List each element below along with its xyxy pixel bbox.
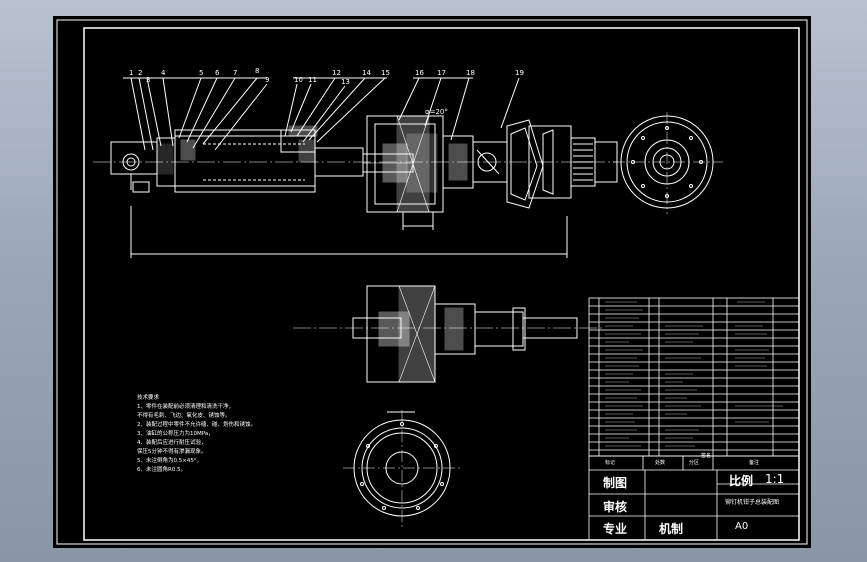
sheet-size: A0 bbox=[735, 521, 749, 532]
notes-title: 技术要求 bbox=[137, 395, 160, 401]
angle-callout: α=20° bbox=[425, 108, 448, 116]
partial-section-view bbox=[293, 285, 603, 383]
part-number-14: 14 bbox=[362, 69, 371, 77]
note-line-5: 4、装配后应进行耐压试验， bbox=[137, 440, 207, 446]
note-line-4: 3、油缸的公称压力为10MPa， bbox=[137, 431, 214, 437]
part-number-3: 3 bbox=[146, 76, 151, 84]
part-number-16: 16 bbox=[415, 69, 424, 77]
part-number-18: 18 bbox=[466, 69, 475, 77]
title-small-c: 分区 bbox=[689, 460, 700, 466]
checked-label: 审核 bbox=[603, 500, 628, 514]
note-line-3: 2、装配过程中零件不允许磕、碰、划伤和锈蚀。 bbox=[137, 422, 257, 428]
cad-drawing bbox=[56, 19, 808, 545]
note-line-1: 1、零件在装配前必须清理和清洗干净， bbox=[137, 404, 235, 410]
drawn-label: 制图 bbox=[603, 476, 628, 490]
part-number-17: 17 bbox=[437, 69, 446, 77]
part-number-12: 12 bbox=[332, 69, 341, 77]
part-number-11: 11 bbox=[308, 76, 317, 84]
title-block bbox=[588, 455, 800, 541]
end-view-circle bbox=[613, 112, 723, 214]
part-number-1: 1 bbox=[129, 69, 134, 77]
part-number-6: 6 bbox=[215, 69, 220, 77]
inner-frame bbox=[83, 27, 800, 541]
part-number-7: 7 bbox=[233, 69, 238, 77]
scale-value: 1:1 bbox=[765, 472, 785, 486]
part-number-10: 10 bbox=[294, 76, 303, 84]
parts-list-table bbox=[588, 297, 800, 457]
note-line-8: 6、未注圆角R0.5。 bbox=[137, 467, 187, 473]
title-small-d: 签名 bbox=[701, 453, 712, 459]
drawing-sheet: 1 2 3 4 5 6 7 8 9 10 11 12 13 14 15 16 1… bbox=[53, 16, 811, 548]
note-line-7: 5、未注倒角为0.5×45°， bbox=[137, 458, 203, 464]
part-number-19: 19 bbox=[515, 69, 524, 77]
part-number-5: 5 bbox=[199, 69, 204, 77]
technical-notes: 技术要求 1、零件在装配前必须清理和清洗干净， 不得有毛刺、飞边、氧化皮、锈蚀等… bbox=[137, 394, 287, 475]
major-value: 机制 bbox=[659, 522, 684, 536]
scale-label: 比例 bbox=[729, 474, 754, 488]
drawing-name: 铆钉机钳子总装配图 bbox=[725, 499, 780, 506]
part-number-8: 8 bbox=[255, 67, 260, 75]
note-line-6: 保压5分钟不得有渗漏现象。 bbox=[137, 449, 207, 455]
part-number-13: 13 bbox=[341, 78, 350, 86]
note-line-2: 不得有毛刺、飞边、氧化皮、锈蚀等。 bbox=[137, 413, 231, 419]
title-small-e: 备注 bbox=[749, 460, 760, 466]
part-number-4: 4 bbox=[161, 69, 166, 77]
title-small-a: 标记 bbox=[605, 460, 616, 466]
part-number-15: 15 bbox=[381, 69, 390, 77]
major-label: 专业 bbox=[603, 522, 628, 536]
title-small-b: 处数 bbox=[655, 460, 666, 466]
part-number-9: 9 bbox=[265, 76, 270, 84]
lower-circle-view bbox=[343, 410, 461, 528]
outer-frame bbox=[56, 19, 808, 545]
main-assembly-view bbox=[93, 77, 618, 258]
part-number-2: 2 bbox=[138, 69, 143, 77]
